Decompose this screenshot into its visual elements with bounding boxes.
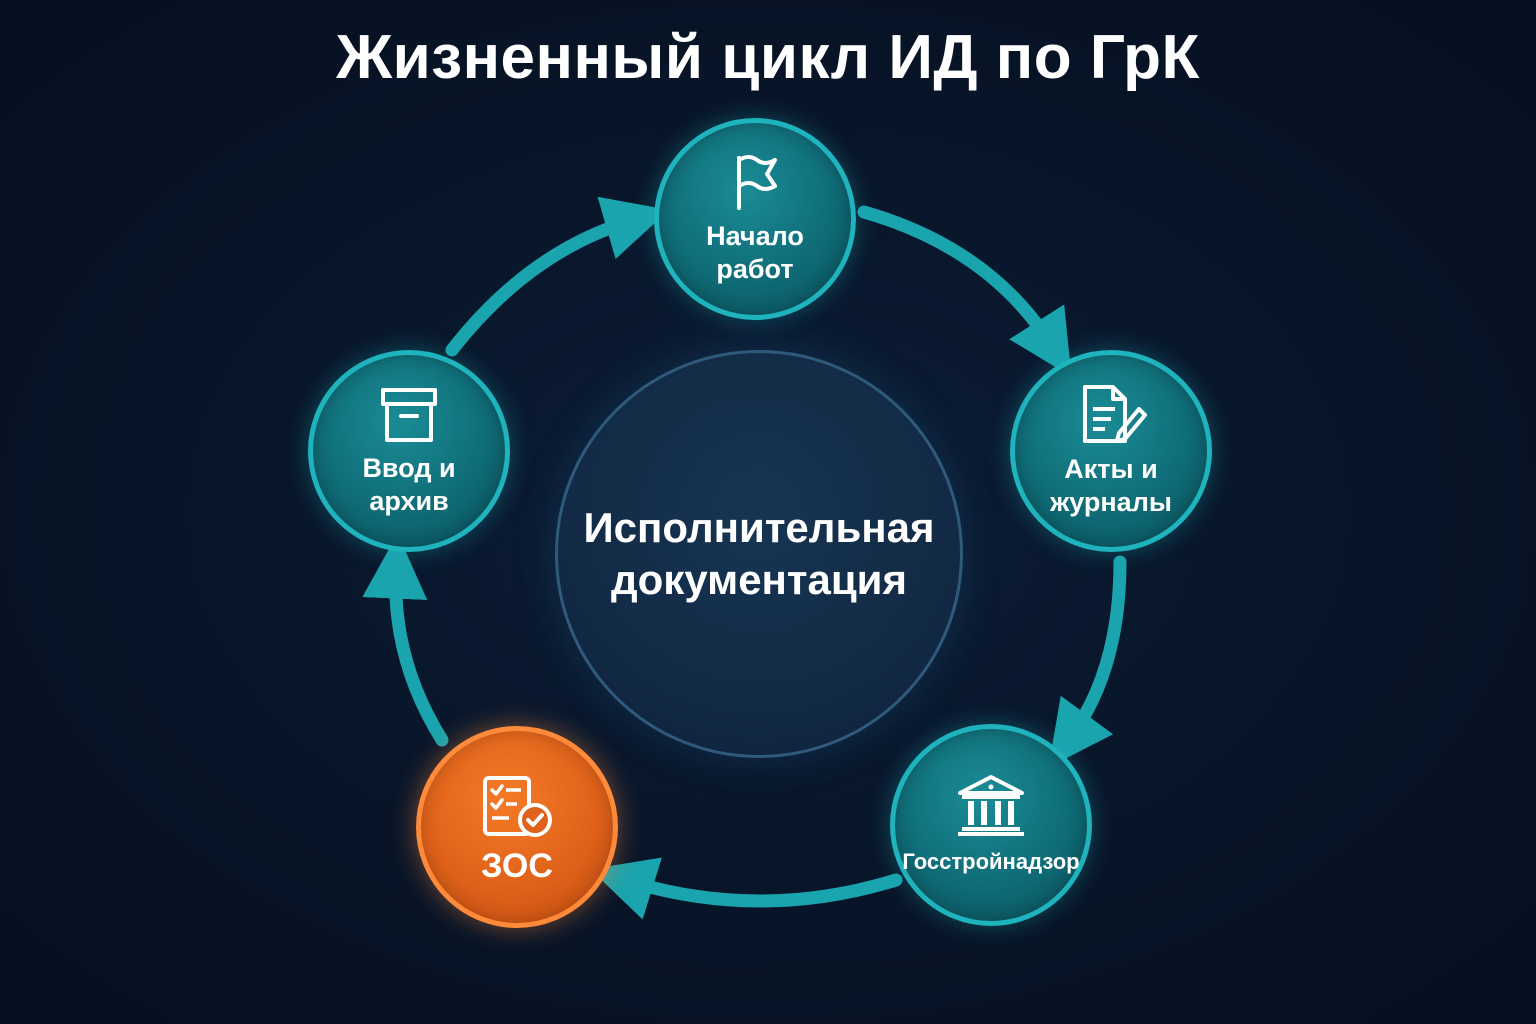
arrow-gsn-to-zos	[590, 857, 903, 920]
node-acts-journals[interactable]: Акты и журналы	[1010, 350, 1212, 552]
archive-box-icon	[381, 388, 437, 442]
center-circle: Исполнительная документация	[555, 350, 963, 758]
center-label: Исполнительная документация	[583, 504, 935, 603]
node-label: ЗОС	[481, 846, 553, 885]
node-input-archive[interactable]: Ввод и архив	[308, 350, 510, 552]
government-building-icon	[958, 774, 1024, 836]
flag-icon	[737, 155, 777, 210]
node-zos[interactable]: ЗОС	[416, 726, 618, 928]
page-title: Жизненный цикл ИД по ГрК	[336, 23, 1200, 92]
node-label: Ввод и архив	[362, 453, 456, 516]
node-label: Начало работ	[706, 221, 804, 284]
node-label: Акты и журналы	[1050, 454, 1172, 517]
arrow-acts-to-gsn	[1048, 555, 1127, 768]
node-gosstroynadzor[interactable]: Госстройнадзор	[890, 724, 1092, 926]
node-start-work[interactable]: Начало работ	[654, 118, 856, 320]
node-label: Госстройнадзор	[902, 848, 1080, 874]
arrow-start-to-acts	[857, 205, 1072, 377]
checklist-approved-icon	[483, 775, 552, 837]
arrow-zos-to-archive	[362, 533, 449, 747]
document-pen-icon	[1083, 385, 1147, 443]
arrow-archive-to-start	[445, 196, 669, 357]
